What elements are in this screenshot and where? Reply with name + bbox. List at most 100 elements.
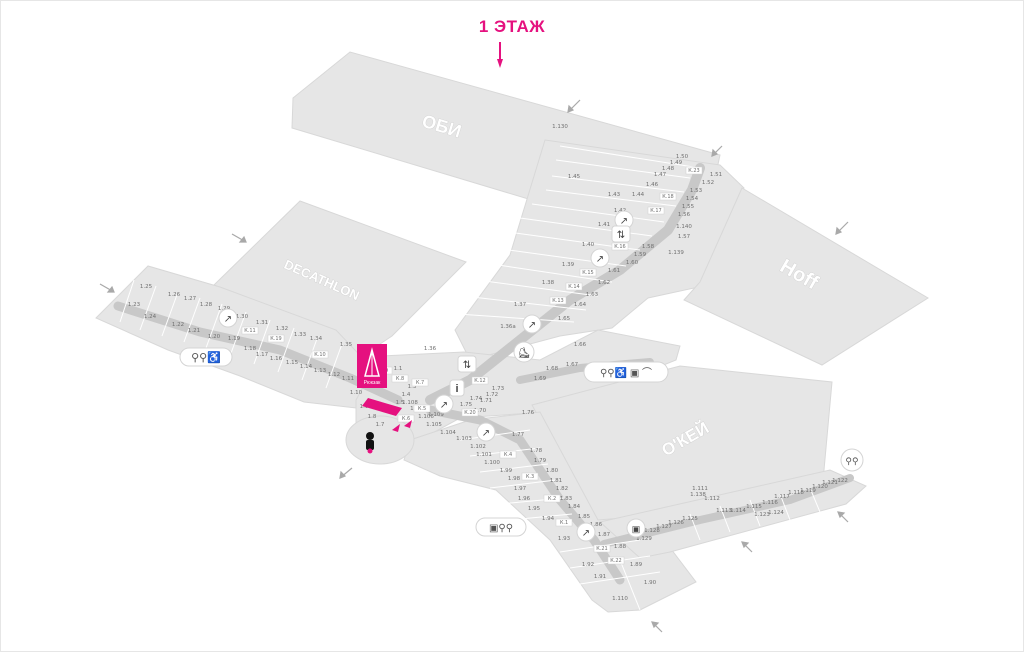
kiosk-number-label[interactable]: К.3 bbox=[526, 474, 534, 480]
shop-number-label[interactable]: 1.91 bbox=[594, 574, 606, 580]
shop-number-label[interactable]: 1.108 bbox=[402, 400, 418, 406]
shop-number-label[interactable]: 1.111 bbox=[692, 486, 708, 492]
shop-number-label[interactable]: 1.64 bbox=[574, 302, 587, 308]
shop-number-label[interactable]: 1.82 bbox=[556, 486, 568, 492]
shop-number-label[interactable]: 1.94 bbox=[542, 516, 555, 522]
kiosk-number-label[interactable]: К.23 bbox=[688, 168, 700, 174]
kiosk-number-label[interactable]: К.16 bbox=[614, 244, 626, 250]
shop-number-label[interactable]: 1.65 bbox=[558, 316, 571, 322]
shop-number-label[interactable]: 1.130 bbox=[552, 124, 568, 130]
shop-number-label[interactable]: 1.46 bbox=[646, 182, 659, 188]
shop-number-label[interactable]: 1.113 bbox=[716, 508, 732, 514]
shop-number-label[interactable]: 1.98 bbox=[508, 476, 521, 482]
shop-number-label[interactable]: 1.84 bbox=[568, 504, 581, 510]
shop-number-label[interactable]: 1.81 bbox=[550, 478, 562, 484]
shop-number-label[interactable]: 1.18 bbox=[244, 346, 257, 352]
escalator-icon[interactable]: ↗ bbox=[576, 522, 596, 542]
shop-number-label[interactable]: 1.54 bbox=[686, 196, 699, 202]
shop-number-label[interactable]: 1.45 bbox=[568, 174, 581, 180]
kiosk-number-label[interactable]: К.20 bbox=[464, 410, 476, 416]
shop-number-label[interactable]: 1.4 bbox=[402, 392, 411, 398]
shop-number-label[interactable]: 1.23 bbox=[128, 302, 141, 308]
shop-number-label[interactable]: 1.127 bbox=[656, 524, 672, 530]
shop-number-label[interactable]: 1.36 bbox=[424, 346, 437, 352]
shop-number-label[interactable]: 1.9 bbox=[360, 404, 369, 410]
shop-number-label[interactable]: 1.87 bbox=[598, 532, 611, 538]
shop-number-label[interactable]: 1.117 bbox=[774, 494, 790, 500]
shop-number-label[interactable]: 1.48 bbox=[662, 166, 675, 172]
shop-number-label[interactable]: 1.122 bbox=[832, 478, 848, 484]
shop-number-label[interactable]: 1.92 bbox=[582, 562, 594, 568]
elevator-icon[interactable]: ⇅ bbox=[611, 225, 631, 243]
shop-number-label[interactable]: 1.11 bbox=[342, 376, 354, 382]
kiosk-number-label[interactable]: К.18 bbox=[662, 194, 674, 200]
escalator-icon[interactable]: ↗ bbox=[522, 314, 542, 334]
shop-number-label[interactable]: 1.56 bbox=[678, 212, 691, 218]
shop-number-label[interactable]: 1.74 bbox=[470, 396, 483, 402]
shop-number-label[interactable]: 1.57 bbox=[678, 234, 691, 240]
shop-number-label[interactable]: 1.62 bbox=[598, 280, 610, 286]
shop-number-label[interactable]: 1.118 bbox=[788, 490, 804, 496]
shop-number-label[interactable]: 1.93 bbox=[558, 536, 571, 542]
shop-number-label[interactable]: 1.70 bbox=[474, 408, 487, 414]
toilets-group-southeast[interactable]: ⚲⚲ bbox=[840, 448, 864, 472]
shop-number-label[interactable]: 1.75 bbox=[460, 402, 473, 408]
shop-number-label[interactable]: 1.30 bbox=[236, 314, 249, 320]
shop-number-label[interactable]: 1.44 bbox=[632, 192, 645, 198]
shop-number-label[interactable]: 1.10 bbox=[350, 390, 363, 396]
shop-number-label[interactable]: 1.68 bbox=[546, 366, 559, 372]
shop-number-label[interactable]: 1.3 bbox=[408, 384, 417, 390]
kiosk-number-label[interactable]: К.7 bbox=[416, 380, 424, 386]
toilets-group-west[interactable]: ⚲⚲♿ bbox=[179, 347, 233, 367]
shop-number-label[interactable]: 1.41 bbox=[598, 222, 610, 228]
shop-number-label[interactable]: 1.49 bbox=[670, 160, 683, 166]
shop-number-label[interactable]: 1.15 bbox=[286, 360, 299, 366]
shop-number-label[interactable]: 1.105 bbox=[426, 422, 442, 428]
shop-number-label[interactable]: 1.25 bbox=[140, 284, 153, 290]
kiosk-number-label[interactable]: К.10 bbox=[314, 352, 326, 358]
shop-number-label[interactable]: 1.96 bbox=[518, 496, 531, 502]
shop-number-label[interactable]: 1.69 bbox=[534, 376, 547, 382]
shop-number-label[interactable]: 1.7 bbox=[376, 422, 385, 428]
kiosk-number-label[interactable]: К.6 bbox=[402, 416, 410, 422]
shop-number-label[interactable]: 1.90 bbox=[644, 580, 657, 586]
shop-number-label[interactable]: 1.140 bbox=[676, 224, 692, 230]
shop-number-label[interactable]: 1.125 bbox=[682, 516, 698, 522]
shop-number-label[interactable]: 1.14 bbox=[300, 364, 313, 370]
shop-number-label[interactable]: 1.71 bbox=[480, 398, 492, 404]
shop-number-label[interactable]: 1.22 bbox=[172, 322, 184, 328]
shop-number-label[interactable]: 1.43 bbox=[608, 192, 621, 198]
shop-number-label[interactable]: 1.119 bbox=[800, 488, 816, 494]
escalator-icon[interactable]: ↗ bbox=[218, 308, 238, 328]
kiosk-number-label[interactable]: К.12 bbox=[474, 378, 486, 384]
shop-number-label[interactable]: 1.115 bbox=[746, 504, 762, 510]
shop-number-label[interactable]: 1.12 bbox=[328, 372, 340, 378]
kiosk-number-label[interactable]: К.22 bbox=[610, 558, 622, 564]
shop-number-label[interactable]: 1.47 bbox=[654, 172, 667, 178]
shop-number-label[interactable]: 1.31 bbox=[256, 320, 268, 326]
shop-number-label[interactable]: 1.26 bbox=[168, 292, 181, 298]
kiosk-number-label[interactable]: К.19 bbox=[270, 336, 282, 342]
shop-number-label[interactable]: 1.78 bbox=[530, 448, 543, 454]
shop-number-label[interactable]: 1.34 bbox=[310, 336, 323, 342]
shop-number-label[interactable]: 1.63 bbox=[586, 292, 599, 298]
shop-number-label[interactable]: 1.104 bbox=[440, 430, 456, 436]
shop-number-label[interactable]: 1.36а bbox=[500, 324, 516, 330]
kiosk-number-label[interactable]: К.4 bbox=[504, 452, 512, 458]
shop-number-label[interactable]: 1.32 bbox=[276, 326, 288, 332]
shop-number-label[interactable]: 1.76 bbox=[522, 410, 535, 416]
shop-number-label[interactable]: 1.112 bbox=[704, 496, 720, 502]
atm-icon[interactable]: ▣ bbox=[626, 518, 646, 538]
skating-icon[interactable]: ⛸ bbox=[513, 341, 535, 363]
shop-number-label[interactable]: 1.67 bbox=[566, 362, 579, 368]
shop-number-label[interactable]: 1.24 bbox=[144, 314, 157, 320]
shop-number-label[interactable]: 1.77 bbox=[512, 432, 525, 438]
shop-number-label[interactable]: 1.40 bbox=[582, 242, 595, 248]
escalator-icon[interactable]: ↗ bbox=[614, 210, 634, 230]
shop-number-label[interactable]: 1.116 bbox=[762, 500, 778, 506]
shop-number-label[interactable]: 1.35 bbox=[340, 342, 353, 348]
kiosk-number-label[interactable]: К.1 bbox=[560, 520, 568, 526]
shop-number-label[interactable]: 1.124 bbox=[768, 510, 784, 516]
kiosk-number-label[interactable]: К.2 bbox=[548, 496, 556, 502]
kiosk-number-label[interactable]: К.21 bbox=[596, 546, 608, 552]
